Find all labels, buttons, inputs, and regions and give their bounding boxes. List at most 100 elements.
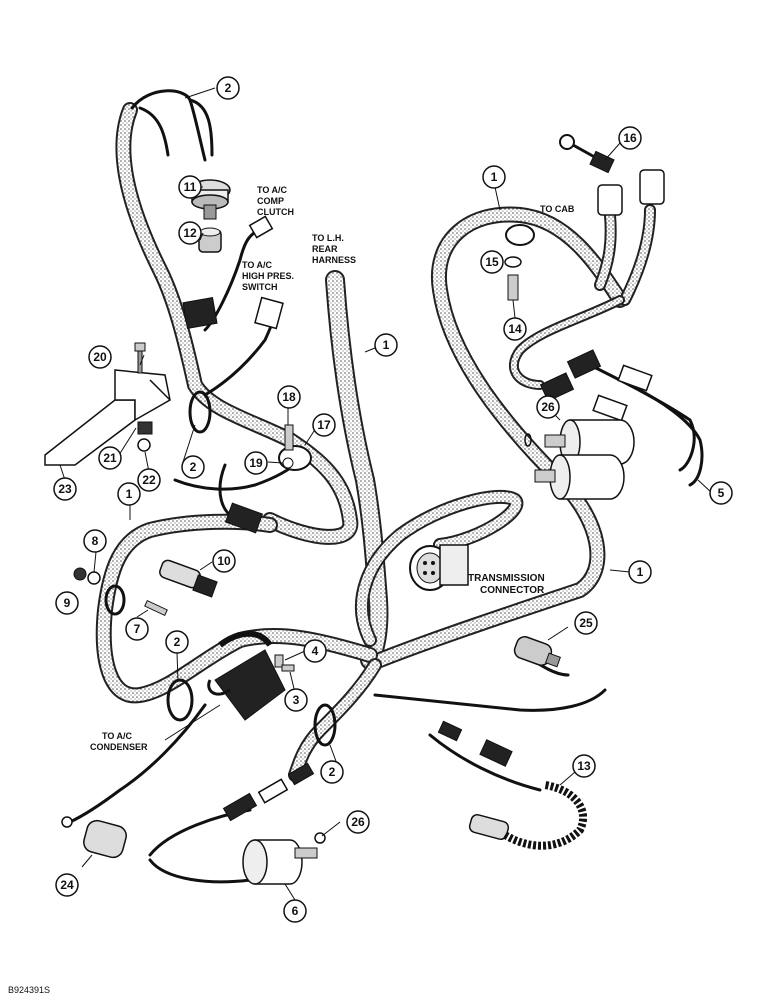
connectors-13 [437, 720, 513, 767]
callout-26: 26 [346, 810, 370, 834]
bolt-14 [507, 274, 519, 301]
clamp-2-lower [313, 703, 337, 747]
svg-text:2: 2 [225, 81, 232, 95]
washer-15 [504, 256, 522, 268]
svg-text:21: 21 [103, 451, 117, 465]
svg-text:16: 16 [623, 131, 637, 145]
svg-text:8: 8 [92, 534, 99, 548]
label-to-lh-rear-harness: TO L.H. REAR HARNESS [312, 233, 356, 265]
oring-26-lower [314, 832, 326, 844]
clamp-cab [505, 224, 535, 246]
callout-10: 10 [212, 549, 236, 573]
callout-1: 1 [374, 333, 398, 357]
label-to-ac-condenser: TO A/C CONDENSER [90, 731, 148, 752]
callout-6: 6 [283, 899, 307, 923]
nut-9 [73, 567, 87, 581]
svg-text:1: 1 [637, 565, 644, 579]
svg-text:22: 22 [142, 473, 156, 487]
cab-connectors-16 [559, 134, 665, 216]
callout-2: 2 [320, 760, 344, 784]
svg-text:10: 10 [217, 554, 231, 568]
svg-text:6: 6 [292, 904, 299, 918]
svg-text:1: 1 [383, 338, 390, 352]
callout-13: 13 [572, 754, 596, 778]
callout-1: 1 [117, 482, 141, 506]
solenoid-6 [242, 839, 318, 885]
transmission-connector [409, 544, 469, 591]
svg-text:26: 26 [351, 815, 365, 829]
callout-14: 14 [503, 317, 527, 341]
callout-3: 3 [284, 688, 308, 712]
condenser-connector [207, 630, 286, 721]
callout-8: 8 [83, 529, 107, 553]
callout-22: 22 [137, 468, 161, 492]
solenoid-5 [534, 419, 635, 500]
callout-21: 21 [98, 446, 122, 470]
svg-text:4: 4 [312, 644, 319, 658]
svg-text:13: 13 [577, 759, 591, 773]
svg-text:26: 26 [541, 400, 555, 414]
figure-code: B924391S [8, 985, 50, 995]
connectors-high-pres [182, 296, 284, 330]
callout-15: 15 [480, 250, 504, 274]
bolt-3 [281, 664, 295, 672]
bolt-20 [134, 342, 146, 374]
svg-text:11: 11 [184, 180, 197, 194]
callout-24: 24 [55, 873, 79, 897]
clamp-2-left [166, 678, 194, 722]
svg-text:2: 2 [174, 635, 181, 649]
svg-text:1: 1 [491, 170, 498, 184]
callout-2: 2 [216, 76, 240, 100]
oring-26-upper [524, 433, 532, 447]
svg-text:15: 15 [485, 255, 499, 269]
callout-18: 18 [277, 385, 301, 409]
callout-5: 5 [709, 481, 733, 505]
label-transmission-connector: TRANSMISSION CONNECTOR [468, 573, 547, 596]
callout-1: 1 [628, 560, 652, 584]
connector-center-left [224, 502, 264, 534]
callout-9: 9 [55, 591, 79, 615]
callout-25: 25 [574, 611, 598, 635]
sensor-13 [468, 781, 588, 850]
bolt-18 [284, 424, 294, 451]
callout-19: 19 [244, 451, 268, 475]
svg-text:9: 9 [64, 596, 71, 610]
sender-24 [61, 816, 127, 859]
svg-text:2: 2 [329, 765, 336, 779]
connectors-lower [222, 762, 315, 822]
svg-text:20: 20 [93, 350, 107, 364]
callout-2: 2 [165, 630, 189, 654]
svg-text:25: 25 [579, 616, 593, 630]
bolt-7 [144, 599, 168, 617]
washer-8 [87, 571, 101, 585]
svg-text:7: 7 [134, 622, 141, 636]
solenoid-connectors [539, 349, 653, 422]
svg-text:3: 3 [293, 693, 300, 707]
callout-7: 7 [125, 617, 149, 641]
callouts: 2 11 12 20 21 22 23 2 18 17 19 1 1 15 14… [53, 76, 733, 923]
svg-text:23: 23 [58, 482, 72, 496]
svg-text:18: 18 [282, 390, 296, 404]
text-labels: TO A/C COMP CLUTCH TO A/C HIGH PRES. SWI… [8, 185, 575, 995]
callout-17: 17 [312, 413, 336, 437]
callout-1: 1 [482, 165, 506, 189]
clamp-left-lower [104, 584, 126, 616]
callout-12: 12 [178, 221, 202, 245]
svg-text:19: 19 [249, 456, 263, 470]
svg-text:2: 2 [190, 460, 197, 474]
label-to-ac-high-pres-switch: TO A/C HIGH PRES. SWITCH [242, 260, 297, 292]
svg-text:12: 12 [183, 226, 197, 240]
callout-23: 23 [53, 477, 77, 501]
clamp-2-upper [188, 390, 212, 434]
bracket-23 [44, 369, 171, 466]
callout-16: 16 [618, 126, 642, 150]
connector-comp-clutch [248, 215, 274, 239]
svg-text:14: 14 [508, 322, 522, 336]
svg-text:24: 24 [60, 878, 74, 892]
washer-22 [137, 438, 151, 452]
spacer-12 [198, 227, 222, 253]
washer-19 [282, 457, 294, 469]
harness-bundles [95, 102, 656, 782]
bolt-4 [274, 654, 284, 668]
